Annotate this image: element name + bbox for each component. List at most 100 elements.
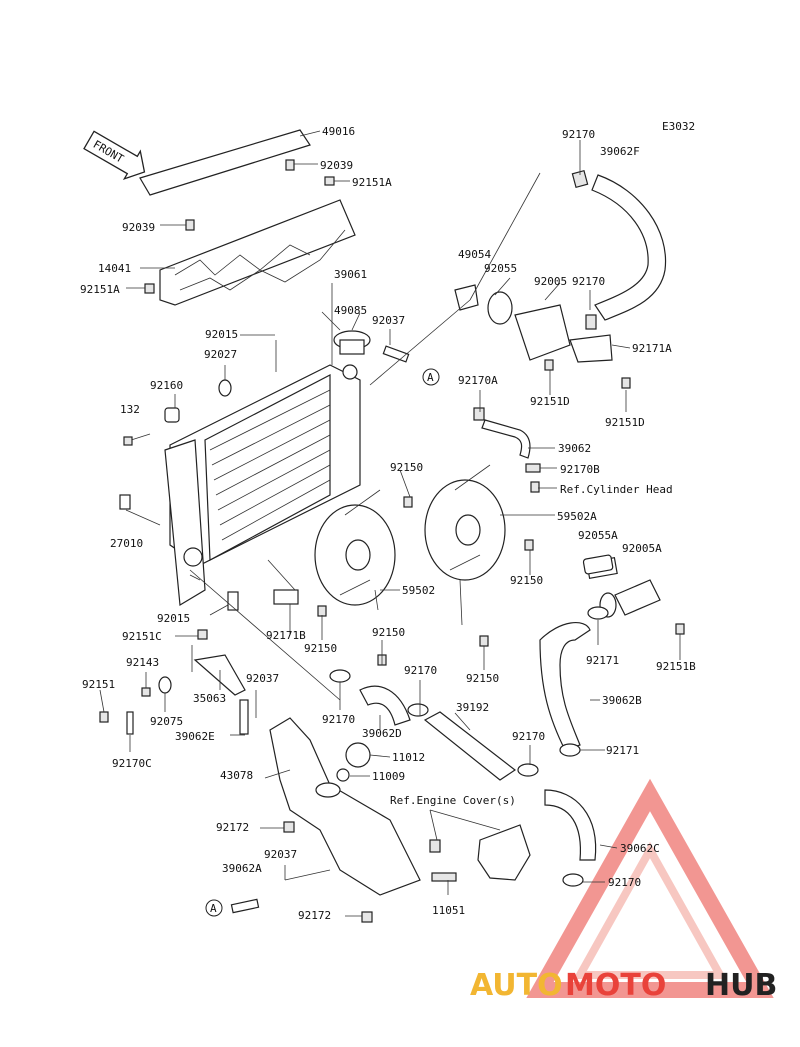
cooling-fan-59502 <box>314 489 396 611</box>
label-92170-n: 92170 <box>512 730 545 743</box>
label-49016: 49016 <box>322 125 355 138</box>
cooling-fan-59502A <box>424 464 506 626</box>
label-39062E: 39062E <box>175 730 215 743</box>
ref-circle-a-top-label: A <box>427 371 434 384</box>
leader-lines <box>99 140 681 917</box>
bolt-icon <box>361 911 373 923</box>
label-92172-a: 92172 <box>216 821 249 834</box>
label-92171-b: 92171 <box>606 744 639 757</box>
engine-cover-part <box>429 824 531 882</box>
label-92027: 92027 <box>204 348 237 361</box>
watermark-auto: AUTO <box>470 968 563 1003</box>
label-92005A: 92005A <box>622 542 662 555</box>
label-92015-bottom: 92015 <box>157 612 190 625</box>
pipe-39192 <box>423 711 517 781</box>
ref-circle-a-bottom-label: A <box>210 902 217 915</box>
radiator-cap-49085 <box>333 312 371 355</box>
ref-engine-cover: Ref.Engine Cover(s) <box>390 794 516 807</box>
label-92037-bottom: 92037 <box>264 848 297 861</box>
gasket-92055A <box>582 554 614 575</box>
label-39192: 39192 <box>456 701 489 714</box>
label-92170-right2: 92170 <box>572 275 605 288</box>
label-59502A: 59502A <box>557 510 597 523</box>
label-92015-top: 92015 <box>205 328 238 341</box>
label-92151: 92151 <box>82 678 115 691</box>
bolt-icon <box>544 359 554 371</box>
hose-39062A <box>230 898 260 914</box>
hose-39062D <box>359 685 411 726</box>
watermark-moto: MOTO <box>565 968 666 1003</box>
o-ring-11009 <box>336 768 350 782</box>
label-92151A-left: 92151A <box>80 283 120 296</box>
label-49054: 49054 <box>458 248 491 261</box>
bolt-icon <box>524 539 534 551</box>
reservoir-tank-43078 <box>269 717 421 896</box>
thermostat-housing-92005 <box>454 284 613 363</box>
collar-92143 <box>141 687 151 697</box>
bolt-icon <box>324 176 350 186</box>
clamp-icon <box>407 703 429 717</box>
bolt-icon <box>126 283 155 294</box>
label-92150-b: 92150 <box>510 574 543 587</box>
heat-shield-14041 <box>159 199 356 306</box>
grommet-92027 <box>218 379 232 397</box>
label-92039-b: 92039 <box>122 221 155 234</box>
sensor-27010 <box>119 494 131 510</box>
label-92151B: 92151B <box>656 660 696 673</box>
label-92143: 92143 <box>126 656 159 669</box>
label-132: 132 <box>120 403 140 416</box>
bolt-icon <box>621 377 631 389</box>
bolt-icon <box>675 623 685 635</box>
label-92171: 92171 <box>586 654 619 667</box>
clamp-92171B <box>273 589 299 605</box>
label-92170-mid: 92170 <box>404 664 437 677</box>
label-92170-o: 92170 <box>608 876 641 889</box>
label-92170B: 92170B <box>560 463 600 476</box>
label-39062F: 39062F <box>600 145 640 158</box>
label-92055A: 92055A <box>578 529 618 542</box>
label-92170A: 92170A <box>458 374 498 387</box>
clamp-icon <box>587 606 609 620</box>
label-39062: 39062 <box>558 442 591 455</box>
label-92171B: 92171B <box>266 629 306 642</box>
label-92150-e: 92150 <box>466 672 499 685</box>
label-92150-d: 92150 <box>372 626 405 639</box>
label-14041: 14041 <box>98 262 131 275</box>
diagram-code: E3032 <box>662 120 695 133</box>
bolt-icon <box>283 821 295 833</box>
label-49085: 49085 <box>334 304 367 317</box>
label-92055: 92055 <box>484 262 517 275</box>
bolt-icon <box>285 159 318 171</box>
label-92005: 92005 <box>534 275 567 288</box>
bolt-icon <box>479 635 489 647</box>
washer-92075 <box>158 676 172 694</box>
watermark-hub: HUB <box>705 968 777 1003</box>
label-92037-mid: 92037 <box>246 672 279 685</box>
hose-39062B <box>539 622 591 751</box>
label-92150-c: 92150 <box>304 642 337 655</box>
label-92170-top-right: 92170 <box>562 128 595 141</box>
label-92150-a: 92150 <box>390 461 423 474</box>
bolt-icon <box>317 605 327 617</box>
clip-92170B <box>525 463 541 473</box>
label-39062D: 39062D <box>362 727 402 740</box>
bolt-icon <box>403 496 413 508</box>
bolt-icon <box>530 481 540 493</box>
label-92075: 92075 <box>150 715 183 728</box>
grommet-92160 <box>164 407 180 423</box>
label-92151A-top: 92151A <box>352 176 392 189</box>
reservoir-cap-11012 <box>345 742 371 768</box>
bolt-132 <box>123 433 151 446</box>
label-43078: 43078 <box>220 769 253 782</box>
clamp-icon <box>562 873 584 887</box>
label-11051: 11051 <box>432 904 465 917</box>
bolt-icon <box>160 219 195 231</box>
hose-39062C <box>544 789 597 861</box>
watermark-logo <box>526 778 774 998</box>
radiator-core <box>164 364 361 607</box>
clamp-icon <box>329 669 351 683</box>
part-labels: 49016 92039 92151A 92039 14041 92151A 39… <box>80 125 696 922</box>
cover-plate-49016 <box>139 129 321 196</box>
label-92160: 92160 <box>150 379 183 392</box>
